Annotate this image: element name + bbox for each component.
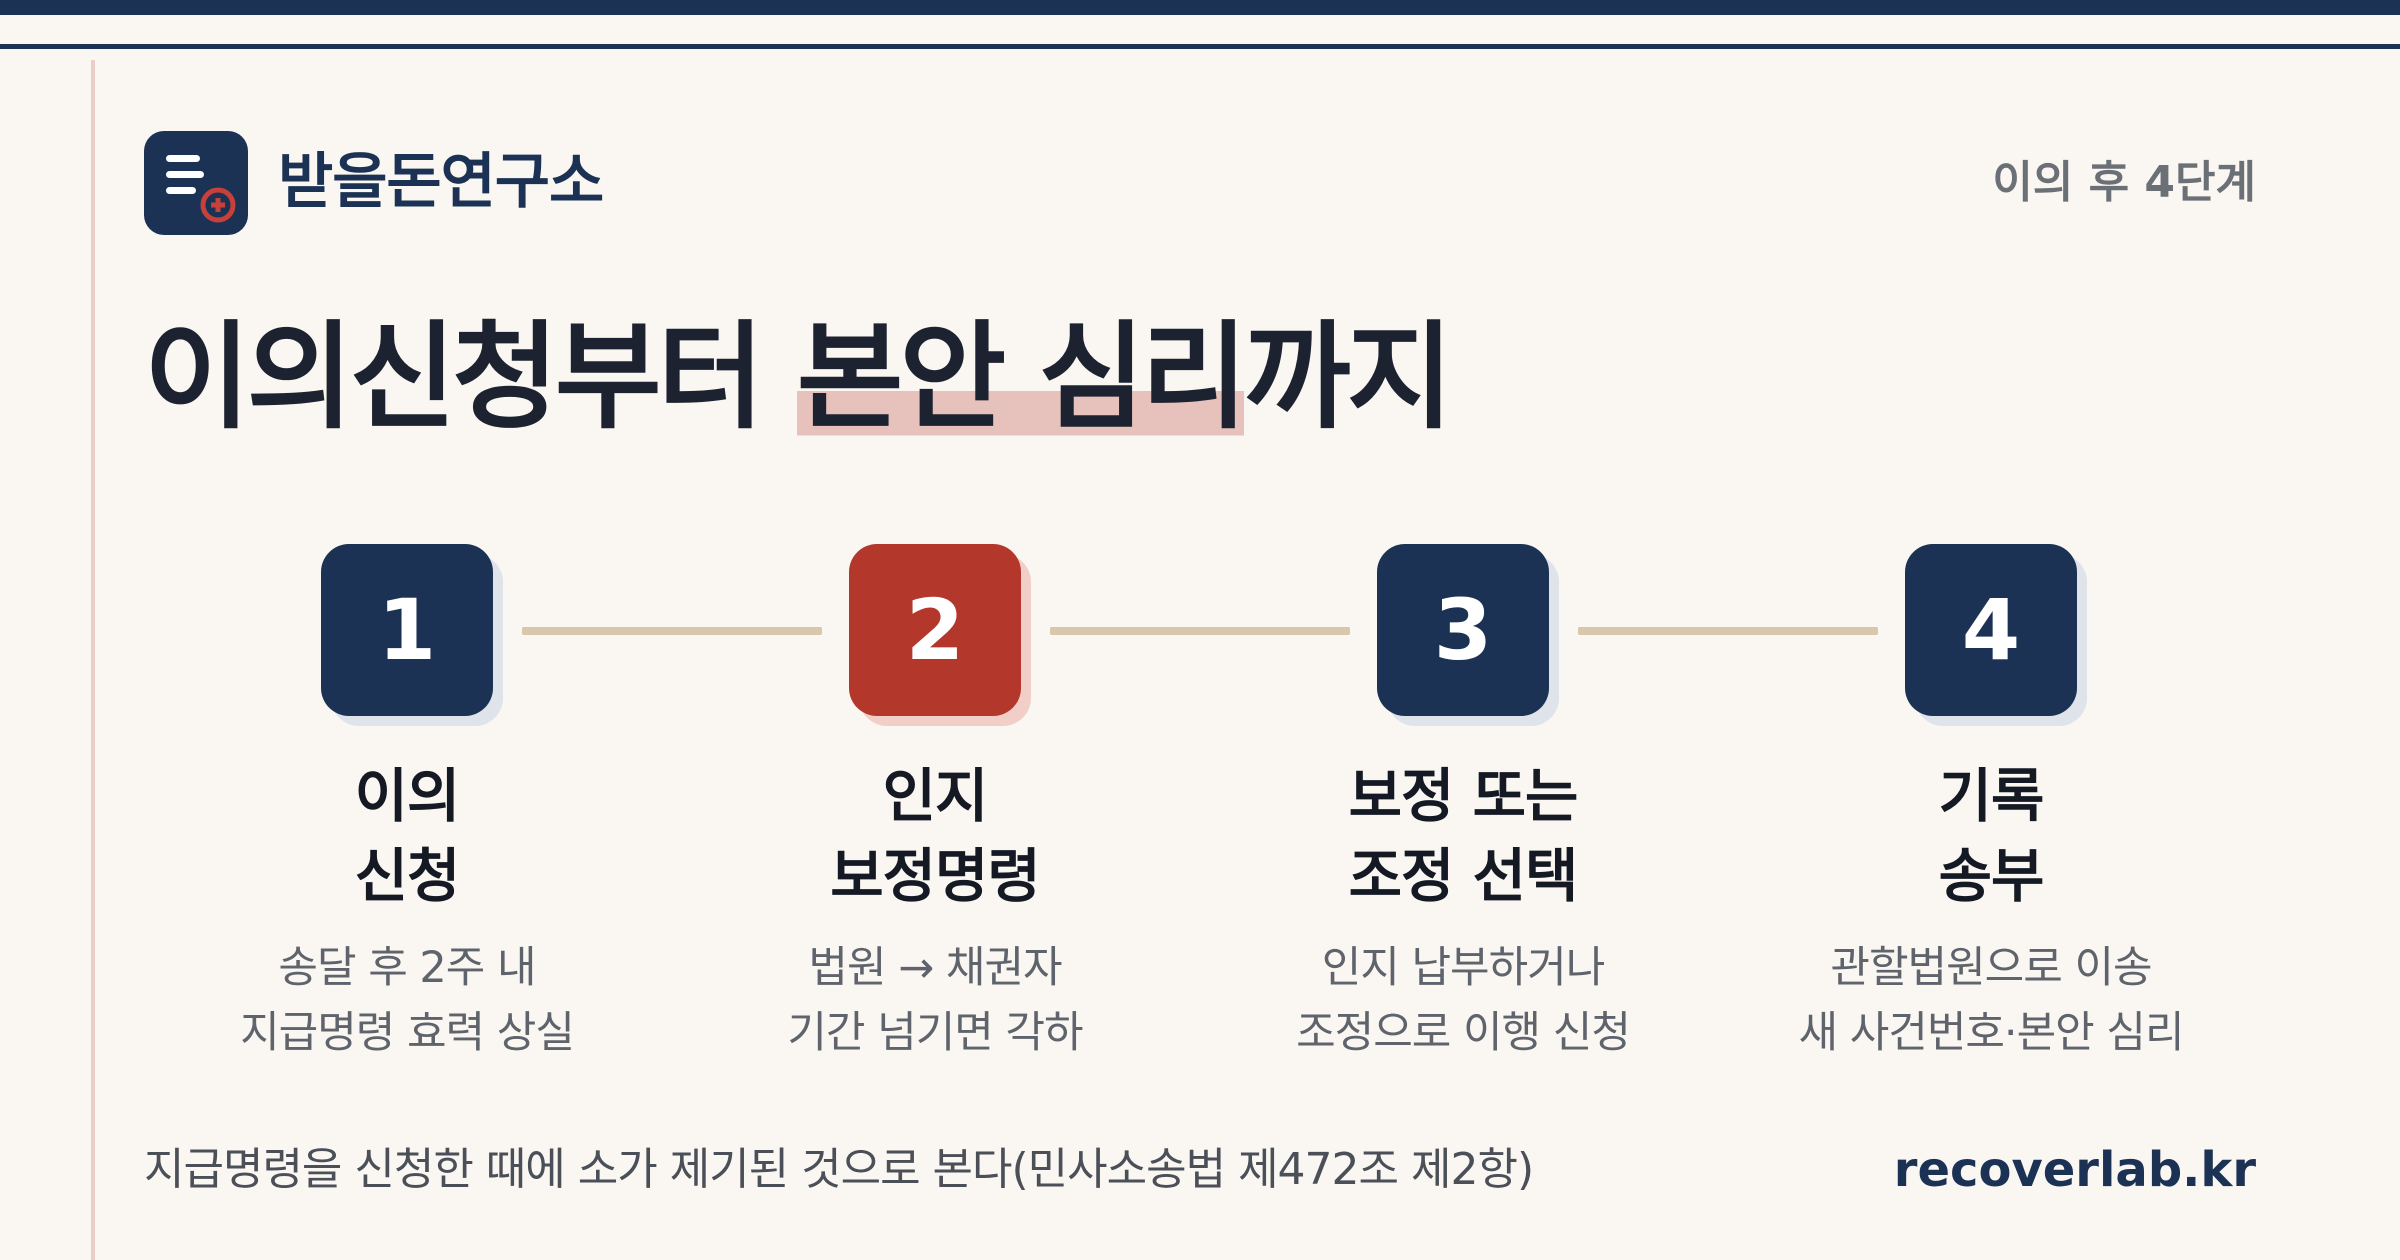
site-url: recoverlab.kr <box>1893 1142 2256 1198</box>
step-title: 인지 보정명령 <box>735 756 1135 916</box>
top-border-bar <box>0 0 2400 15</box>
step-4: 4 기록 송부 관할법원으로 이송 새 사건번호·본안 심리 <box>1791 544 2191 1066</box>
step-description: 인지 납부하거나 조정으로 이행 신청 <box>1263 936 1663 1066</box>
title-suffix: 까지 <box>1243 310 1453 445</box>
step-title-line: 보정 또는 <box>1348 762 1579 830</box>
step-connector-3-4 <box>1578 627 1878 635</box>
brand-logo <box>144 131 248 235</box>
step-description: 관할법원으로 이송 새 사건번호·본안 심리 <box>1791 936 2191 1066</box>
step-title: 이의 신청 <box>207 756 607 916</box>
step-title-line: 보정명령 <box>830 842 1040 910</box>
step-connector-2-3 <box>1050 627 1350 635</box>
step-desc-line: 기간 넘기면 각하 <box>787 1008 1083 1058</box>
step-3: 3 보정 또는 조정 선택 인지 납부하거나 조정으로 이행 신청 <box>1263 544 1663 1066</box>
step-desc-line: 새 사건번호·본안 심리 <box>1798 1008 2184 1058</box>
step-desc-line: 법원 → 채권자 <box>808 943 1062 993</box>
step-1: 1 이의 신청 송달 후 2주 내 지급명령 효력 상실 <box>207 544 607 1066</box>
step-title: 기록 송부 <box>1791 756 2191 916</box>
step-connector-1-2 <box>522 627 822 635</box>
step-desc-line: 조정으로 이행 신청 <box>1296 1008 1631 1058</box>
top-border-line <box>0 44 2400 49</box>
step-description: 송달 후 2주 내 지급명령 효력 상실 <box>207 936 607 1066</box>
step-title-line: 기록 <box>1938 762 2045 830</box>
step-count-label: 이의 후 4단계 <box>1992 157 2256 208</box>
step-number-badge: 3 <box>1377 544 1549 716</box>
page-title: 이의신청부터 본안 심리까지 <box>144 308 1453 448</box>
step-number-badge: 2 <box>849 544 1021 716</box>
step-desc-line: 송달 후 2주 내 <box>278 943 536 993</box>
document-plus-icon <box>166 155 236 223</box>
left-accent-line <box>91 60 95 1260</box>
step-title: 보정 또는 조정 선택 <box>1263 756 1663 916</box>
step-number-badge: 1 <box>321 544 493 716</box>
step-title-line: 인지 <box>882 762 989 830</box>
legal-footnote: 지급명령을 신청한 때에 소가 제기된 것으로 본다(민사소송법 제472조 제… <box>144 1144 1534 1195</box>
title-highlight: 본안 심리 <box>796 310 1248 445</box>
step-title-line: 송부 <box>1938 842 2045 910</box>
step-title-line: 이의 <box>354 762 461 830</box>
brand-name: 받을돈연구소 <box>278 147 604 217</box>
step-desc-line: 관할법원으로 이송 <box>1830 943 2152 993</box>
step-desc-line: 지급명령 효력 상실 <box>240 1008 575 1058</box>
title-prefix: 이의신청부터 <box>144 310 797 445</box>
step-description: 법원 → 채권자 기간 넘기면 각하 <box>735 936 1135 1066</box>
step-number-badge: 4 <box>1905 544 2077 716</box>
step-2: 2 인지 보정명령 법원 → 채권자 기간 넘기면 각하 <box>735 544 1135 1066</box>
step-title-line: 신청 <box>354 842 461 910</box>
step-title-line: 조정 선택 <box>1348 842 1579 910</box>
step-desc-line: 인지 납부하거나 <box>1321 943 1606 993</box>
